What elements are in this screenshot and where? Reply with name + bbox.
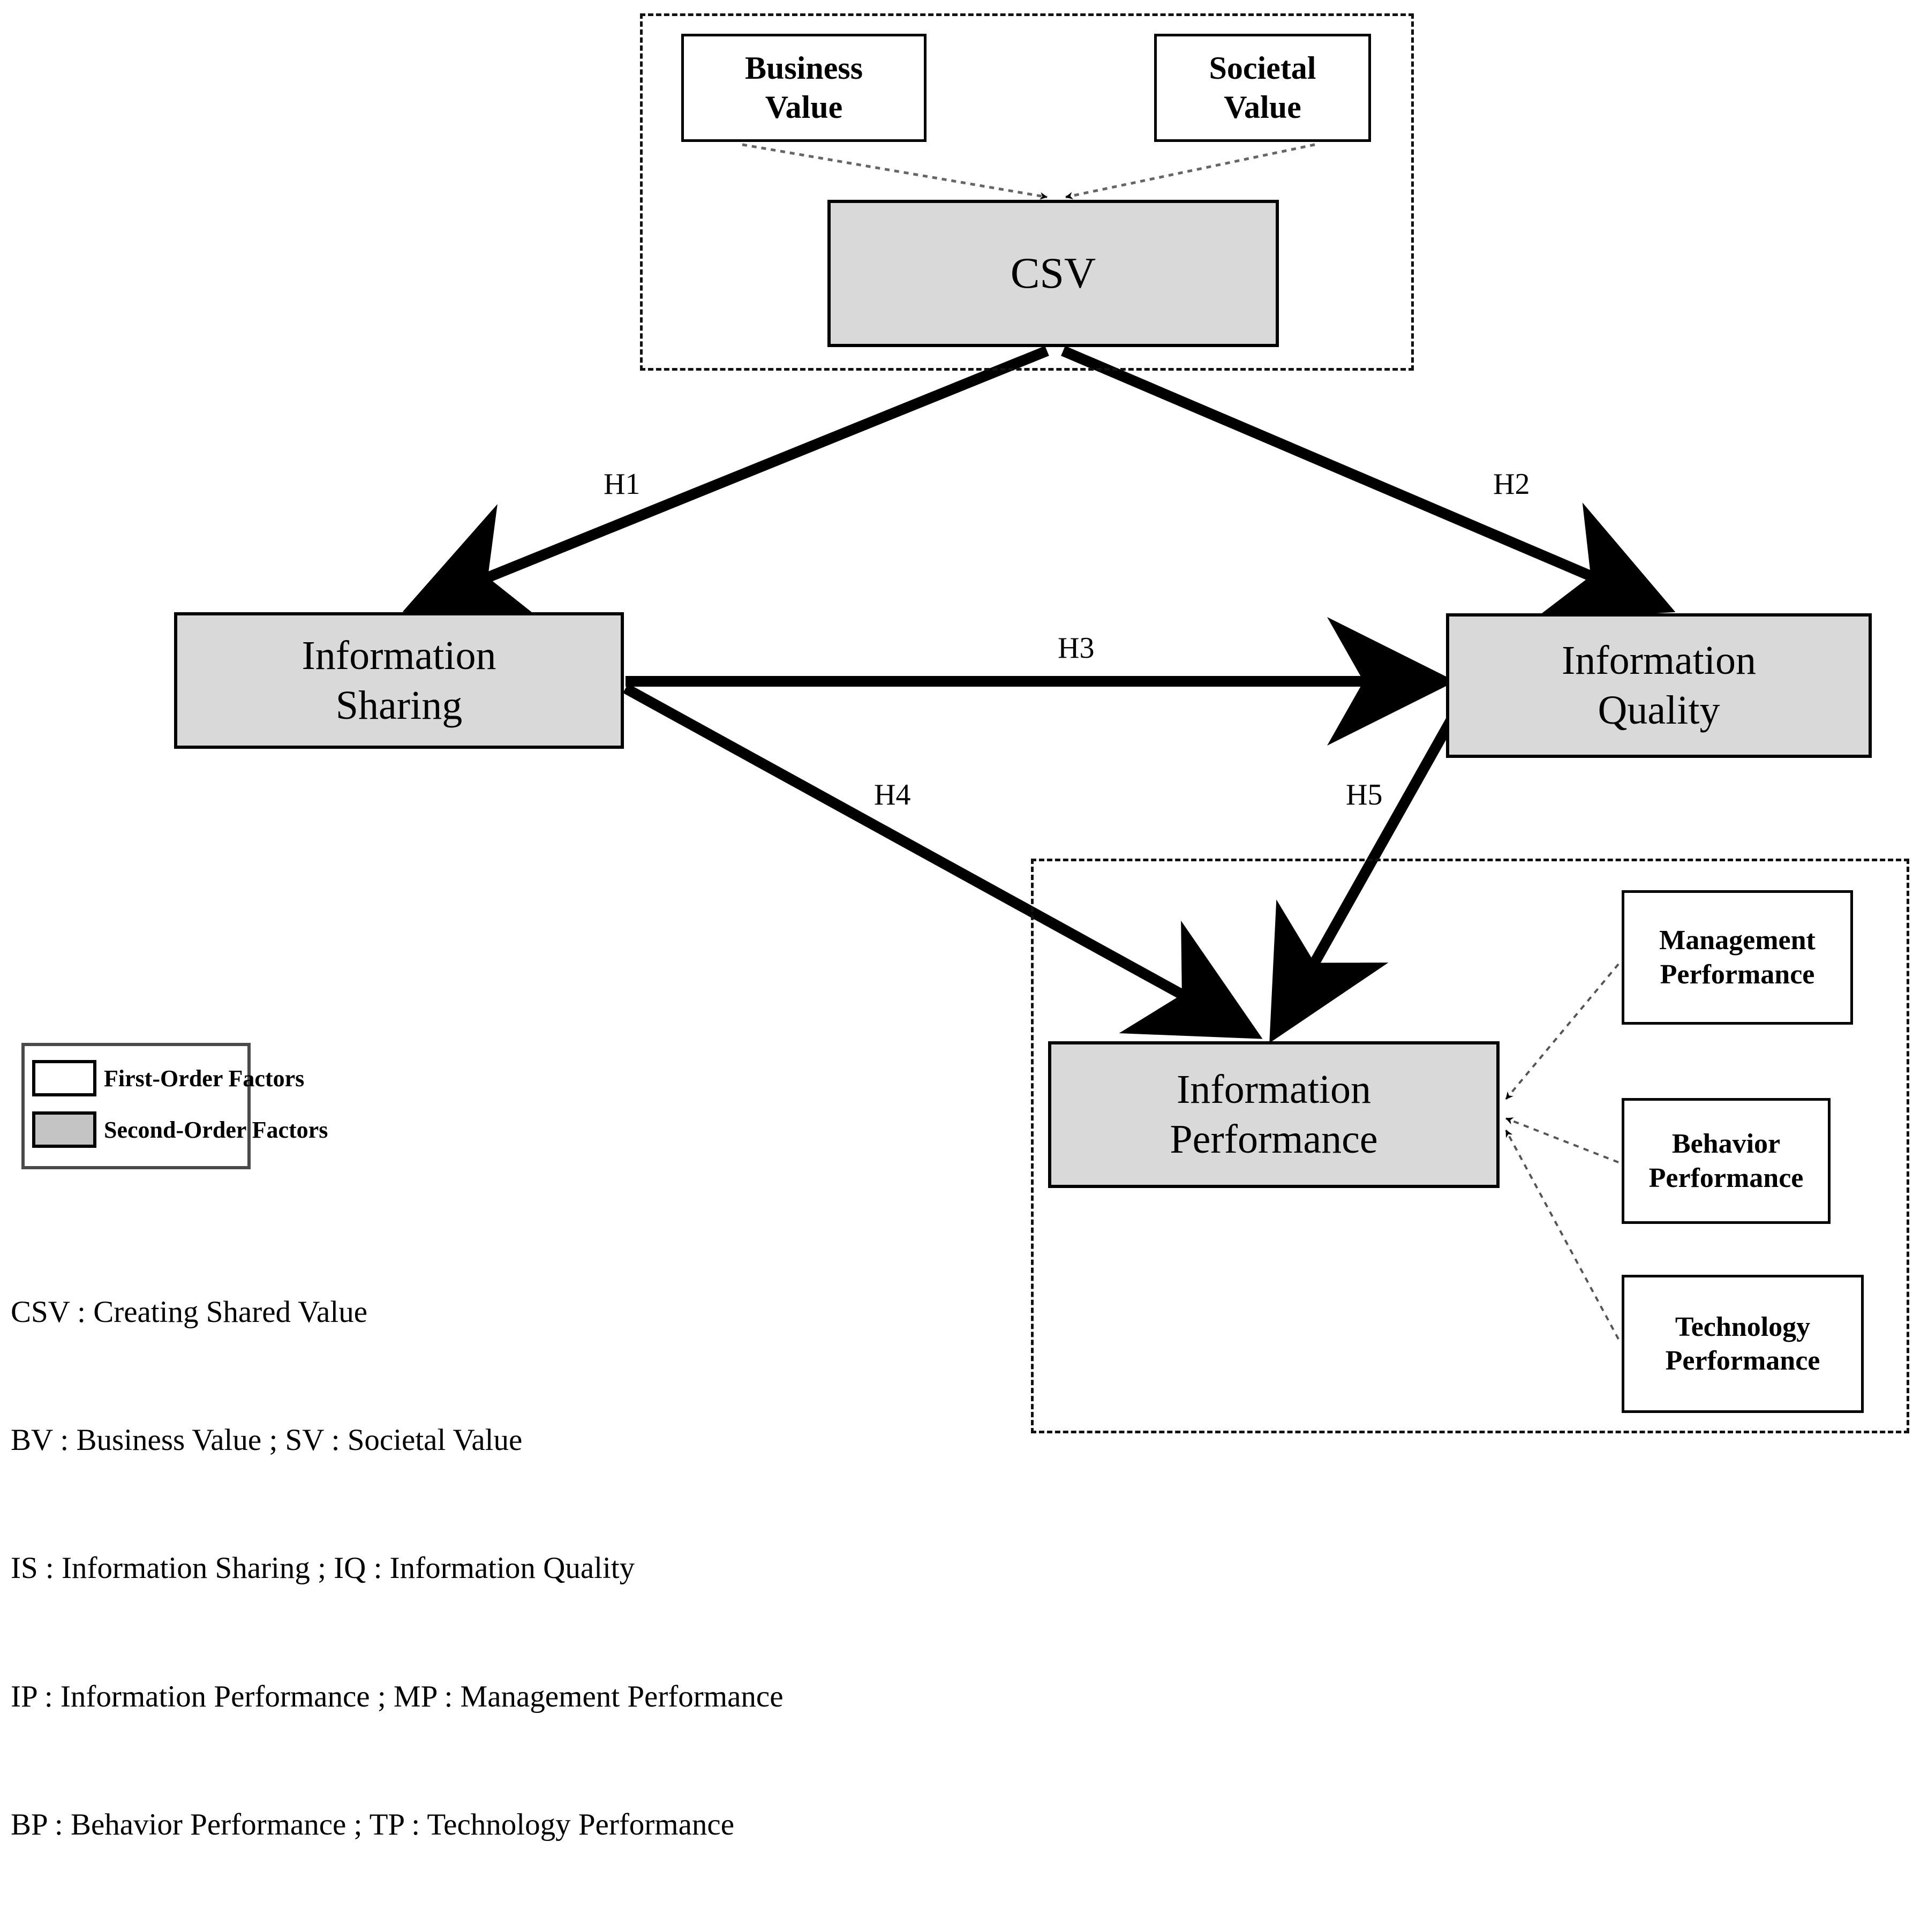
abbreviation-line: IP : Information Performance ; MP : Mana… [11,1679,784,1713]
node-csv[interactable]: CSV [827,200,1279,347]
path-h1-csv-to-information-sharing [402,345,1049,623]
legend-swatch-second-order-icon [32,1111,96,1148]
path-bv-to-csv [742,143,1048,200]
diagram-canvas: Business Value Societal Value CSV Inform… [11,13,1909,1841]
information-performance-group-boundary [1031,859,1909,1433]
hypothesis-label-h3: H3 [1058,632,1095,665]
path-tp-to-information-performance [1505,1130,1620,1340]
path-h2-csv-to-information-quality [1061,345,1676,621]
legend-label-second-order: Second-Order Factors [104,1116,328,1143]
node-management-performance-label: Management Performance [1659,925,1816,990]
hypothesis-label-h2: H2 [1493,468,1530,501]
hypothesis-label-h4: H4 [874,778,911,811]
path-h4-information-sharing-to-information-performance [623,683,1263,1039]
csv-group-boundary [640,13,1414,371]
path-sv-to-csv [1065,143,1315,200]
path-bp-to-information-performance [1505,1117,1619,1163]
node-behavior-performance-label: Behavior Performance [1648,1129,1804,1193]
node-information-quality[interactable]: Information Quality [1446,613,1872,758]
node-technology-performance[interactable]: Technology Performance [1622,1275,1864,1413]
node-societal-value-label: Societal Value [1209,50,1316,125]
legend-item-first-order: First-Order Factors [32,1060,304,1096]
abbreviation-line: CSV : Creating Shared Value [11,1295,367,1329]
node-csv-label: CSV [1010,249,1096,298]
node-information-performance[interactable]: Information Performance [1048,1041,1500,1188]
node-technology-performance-label: Technology Performance [1665,1311,1820,1376]
path-mp-to-information-performance [1505,963,1620,1100]
hypothesis-label-h1: H1 [604,468,641,501]
legend: First-Order Factors Second-Order Factors [21,1043,328,1169]
hypothesis-label-h5: H5 [1346,778,1383,811]
node-behavior-performance[interactable]: Behavior Performance [1622,1098,1831,1224]
connector-layer [402,143,1676,1340]
legend-item-second-order: Second-Order Factors [32,1111,328,1148]
node-information-sharing[interactable]: Information Sharing [174,612,624,749]
abbreviation-line: BP : Behavior Performance ; TP : Technol… [11,1808,735,1842]
node-business-value-label: Business Value [744,50,863,125]
legend-label-first-order: First-Order Factors [104,1065,305,1092]
node-business-value[interactable]: Business Value [681,34,927,142]
node-information-performance-label: Information Performance [1170,1067,1378,1162]
legend-swatch-first-order-icon [32,1060,96,1096]
path-h5-information-quality-to-information-performance [1269,688,1472,1043]
node-information-quality-label: Information Quality [1561,638,1756,733]
node-management-performance[interactable]: Management Performance [1622,890,1853,1025]
abbreviation-line: BV : Business Value ; SV : Societal Valu… [11,1423,523,1457]
node-information-sharing-label: Information Sharing [302,633,496,728]
node-societal-value[interactable]: Societal Value [1154,34,1371,142]
abbreviation-key: CSV : Creating Shared Value BV : Busines… [11,1205,784,1932]
abbreviation-line: IS : Information Sharing ; IQ : Informat… [11,1551,635,1585]
